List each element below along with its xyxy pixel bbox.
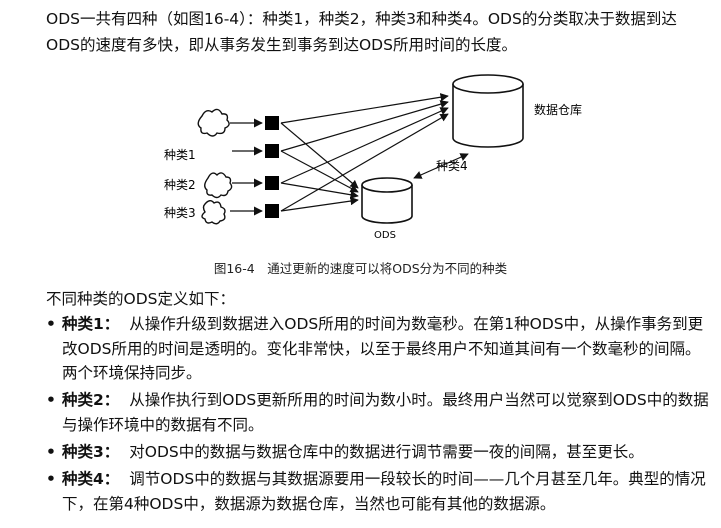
source-cloud-icon <box>197 108 230 137</box>
definitions-intro: 不同种类的ODS定义如下： <box>46 290 235 308</box>
class4-label: 种类4 <box>436 159 468 173</box>
ods-cylinder-icon <box>361 177 413 224</box>
definition-item: • 种类4：调节ODS中的数据与其数据源要用一段较长的时间——几个月甚至几年。典… <box>44 467 712 516</box>
definition-text: 从操作执行到ODS更新所用的时间为数小时。最终用户当然可以觉察到ODS中的数据与… <box>62 391 709 434</box>
class3-label: 种类3 <box>164 206 196 220</box>
operational-system-box <box>265 144 279 158</box>
definition-item: • 种类1：从操作升级到数据进入ODS所用的时间为数毫秒。在第1种ODS中，从操… <box>44 312 712 386</box>
definition-term: 种类1： <box>62 315 120 333</box>
class2-label: 种类2 <box>164 178 196 192</box>
source-cloud-icon <box>204 172 233 199</box>
source-cloud-icon <box>201 200 226 225</box>
bullet-icon: • <box>46 442 56 461</box>
bullet-icon: • <box>46 315 56 333</box>
figure-caption: 图16-4 通过更新的速度可以将ODS分为不同的种类 <box>213 261 508 276</box>
data-warehouse-cylinder-icon <box>452 74 524 148</box>
definition-term: 种类2： <box>62 391 120 410</box>
definition-text: 对ODS中的数据与数据仓库中的数据进行调节需要一夜的间隔，甚至更长。 <box>129 442 644 461</box>
bullet-icon: • <box>46 391 56 410</box>
definition-item: • 种类3： 对ODS中的数据与数据仓库中的数据进行调节需要一夜的间隔，甚至更长。 <box>44 440 712 465</box>
definition-text: 调节ODS中的数据与其数据源要用一段较长的时间——几个月甚至几年。典型的情况下，… <box>62 470 706 513</box>
definition-item: • 种类2：从操作执行到ODS更新所用的时间为数小时。最终用户当然可以觉察到OD… <box>44 388 712 437</box>
operational-system-box <box>265 116 279 130</box>
intro-paragraph: ODS一共有四种（如图16-4）：种类1，种类2，种类3和种类4。ODS的分类取… <box>46 10 677 54</box>
definition-text: 从操作升级到数据进入ODS所用的时间为数毫秒。在第1种ODS中，从操作事务到更改… <box>62 315 704 383</box>
ods-classification-diagram: 数据仓库 ODS 种类1 种类2 种类3 种类4 <box>164 74 582 241</box>
ods-label: ODS <box>374 230 396 241</box>
warehouse-label: 数据仓库 <box>534 102 582 117</box>
class1-label: 种类1 <box>164 148 196 162</box>
operational-system-box <box>265 176 279 190</box>
definitions-list: • 种类1：从操作升级到数据进入ODS所用的时间为数毫秒。在第1种ODS中，从操… <box>44 312 712 519</box>
operational-system-box <box>265 204 279 218</box>
bullet-icon: • <box>46 470 56 489</box>
definition-term: 种类4： <box>62 470 120 489</box>
definition-term: 种类3： <box>62 442 120 461</box>
